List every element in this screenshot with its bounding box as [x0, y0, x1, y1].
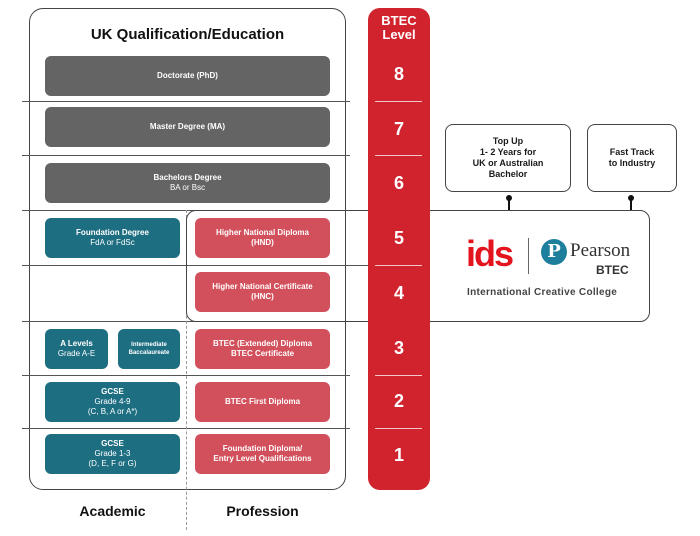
doctorate-box: Doctorate (PhD)	[45, 56, 330, 96]
logo-divider	[528, 238, 529, 274]
btec-first-label: BTEC First Diploma	[224, 397, 301, 406]
btec-certificate-label: BTEC Certificate	[230, 349, 295, 358]
masters-box: Master Degree (MA)	[45, 107, 330, 147]
level-separator	[375, 101, 422, 102]
pearson-icon: P	[541, 239, 567, 265]
gcse-high-box: GCSE Grade 4-9 (C, B, A or A*)	[45, 382, 180, 422]
fast-track-sub: to Industry	[608, 158, 656, 168]
hnc-abbr: (HNC)	[251, 292, 274, 301]
foundation-diploma-label: Foundation Diploma/	[222, 444, 303, 453]
page-title: UK Qualification/Education	[90, 26, 285, 43]
intermediate-bacc-label: Intermediate Baccalaureate	[128, 342, 170, 356]
hnc-box: Higher National Certificate (HNC)	[195, 272, 330, 312]
masters-label: Master Degree (MA)	[149, 122, 226, 131]
level-divider	[22, 265, 368, 266]
column-divider	[186, 210, 187, 530]
level-separator	[375, 155, 422, 156]
level-4: 4	[393, 283, 404, 303]
btec-first-box: BTEC First Diploma	[195, 382, 330, 422]
intermediate-bacc-box: Intermediate Baccalaureate	[118, 329, 180, 369]
foundation-degree-box: Foundation Degree FdA or FdSc	[45, 218, 180, 258]
gcse-high-label: GCSE	[101, 387, 124, 396]
foundation-diploma-box: Foundation Diploma/ Entry Level Qualific…	[195, 434, 330, 474]
hnd-label: Higher National Diploma	[216, 228, 309, 237]
level-8: 8	[393, 64, 404, 84]
level-1: 1	[393, 445, 404, 465]
btec-level-header: BTEC Level	[381, 13, 417, 42]
academic-column-label: Academic	[79, 503, 146, 519]
pearson-wordmark: Pearson	[570, 240, 631, 261]
entry-level-label: Entry Level Qualifications	[213, 454, 312, 463]
top-up-callout: Top Up 1- 2 Years for UK or Australian B…	[445, 124, 571, 192]
connector-dot	[628, 195, 634, 201]
hnd-abbr: (HND)	[251, 238, 274, 247]
top-up-duration: 1- 2 Years for	[479, 147, 537, 157]
level-3: 3	[393, 338, 404, 358]
level-separator	[375, 428, 422, 429]
connector-line	[508, 199, 510, 210]
level-divider	[22, 101, 350, 102]
bachelors-sub: BA or Bsc	[169, 183, 206, 192]
level-6: 6	[393, 173, 404, 193]
gcse-low-label: GCSE	[101, 439, 124, 448]
level-divider	[22, 155, 350, 156]
level-2: 2	[393, 391, 404, 411]
ids-logo: ids	[466, 233, 514, 274]
connector-dot	[506, 195, 512, 201]
top-up-country: UK or Australian	[472, 158, 544, 168]
top-up-title: Top Up	[492, 136, 524, 146]
level-separator	[375, 265, 422, 266]
qualification-frame	[29, 8, 346, 490]
btec-extended-box: BTEC (Extended) Diploma BTEC Certificate	[195, 329, 330, 369]
top-up-degree: Bachelor	[488, 169, 528, 179]
fast-track-callout: Fast Track to Industry	[587, 124, 677, 192]
bachelors-box: Bachelors Degree BA or Bsc	[45, 163, 330, 203]
a-levels-box: A Levels Grade A-E	[45, 329, 108, 369]
fast-track-title: Fast Track	[609, 147, 655, 157]
profession-column-label: Profession	[226, 503, 299, 519]
connector-line	[630, 199, 632, 210]
doctorate-label: Doctorate (PhD)	[157, 71, 218, 80]
college-name: International Creative College	[467, 287, 618, 298]
hnd-box: Higher National Diploma (HND)	[195, 218, 330, 258]
level-separator	[375, 375, 422, 376]
btec-wordmark: BTEC	[596, 263, 629, 277]
gcse-low-letters: (D, E, F or G)	[88, 459, 137, 468]
hnc-label: Higher National Certificate	[212, 282, 313, 291]
btec-level-bar	[368, 8, 430, 490]
foundation-degree-label: Foundation Degree	[76, 228, 149, 237]
bachelors-label: Bachelors Degree	[153, 173, 222, 182]
a-levels-sub: Grade A-E	[57, 349, 96, 358]
gcse-low-grade: Grade 1-3	[94, 449, 131, 458]
a-levels-label: A Levels	[60, 339, 93, 348]
level-7: 7	[393, 119, 404, 139]
level-5: 5	[393, 228, 404, 248]
gcse-high-grade: Grade 4-9	[94, 397, 131, 406]
foundation-degree-sub: FdA or FdSc	[90, 238, 135, 247]
gcse-high-letters: (C, B, A or A*)	[87, 407, 138, 416]
gcse-low-box: GCSE Grade 1-3 (D, E, F or G)	[45, 434, 180, 474]
btec-extended-label: BTEC (Extended) Diploma	[212, 339, 313, 348]
